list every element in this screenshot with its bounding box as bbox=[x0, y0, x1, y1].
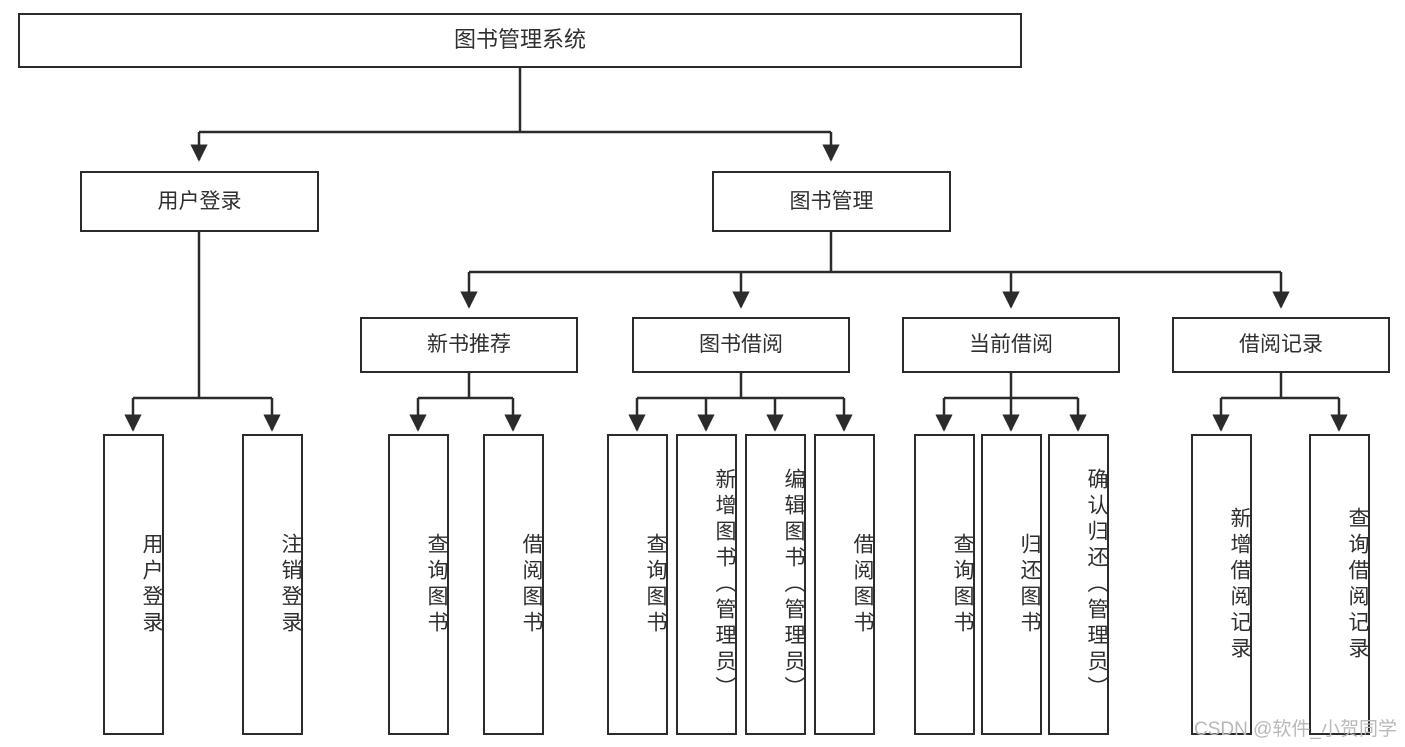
node-borrow-record[interactable]: 借阅记录 bbox=[1172, 317, 1390, 373]
node-book-borrow[interactable]: 图书借阅 bbox=[632, 317, 850, 373]
node-label: 用户登录 bbox=[140, 532, 163, 637]
node-label: 借阅记录 bbox=[1239, 333, 1323, 357]
node-label: 图书管理 bbox=[789, 189, 874, 213]
node-label: 当前借阅 bbox=[969, 333, 1053, 357]
node-label: 查询图书 bbox=[425, 532, 448, 637]
node-label: 编辑图书（管理员） bbox=[782, 467, 805, 702]
watermark: CSDN @软件_小贺同学 bbox=[1194, 719, 1397, 740]
node-root-system[interactable]: 图书管理系统 bbox=[18, 13, 1022, 68]
node-label: 图书借阅 bbox=[699, 333, 783, 357]
leaf-current-query-book[interactable]: 查询图书 bbox=[914, 434, 975, 735]
leaf-user-login-logout[interactable]: 注销登录 bbox=[242, 434, 303, 735]
node-label: 查询图书 bbox=[951, 532, 974, 637]
node-label: 图书管理系统 bbox=[453, 27, 586, 53]
node-label: 借阅图书 bbox=[520, 532, 543, 637]
node-label: 确认归还（管理员） bbox=[1085, 467, 1108, 702]
node-label: 借阅图书 bbox=[851, 532, 874, 637]
node-new-book-recommend[interactable]: 新书推荐 bbox=[360, 317, 578, 373]
leaf-recommend-query-book[interactable]: 查询图书 bbox=[388, 434, 449, 735]
leaf-borrow-query-book[interactable]: 查询图书 bbox=[607, 434, 668, 735]
leaf-borrow-edit-book-admin[interactable]: 编辑图书（管理员） bbox=[745, 434, 806, 735]
leaf-current-confirm-return-admin[interactable]: 确认归还（管理员） bbox=[1048, 434, 1109, 735]
node-book-management[interactable]: 图书管理 bbox=[712, 171, 951, 232]
leaf-user-login-login[interactable]: 用户登录 bbox=[103, 434, 164, 735]
leaf-record-query-record[interactable]: 查询借阅记录 bbox=[1309, 434, 1370, 735]
leaf-borrow-borrow-book[interactable]: 借阅图书 bbox=[814, 434, 875, 735]
leaf-borrow-add-book-admin[interactable]: 新增图书（管理员） bbox=[676, 434, 737, 735]
node-label: 新增借阅记录 bbox=[1228, 506, 1251, 663]
node-label: 归还图书 bbox=[1018, 532, 1041, 637]
node-label: 查询借阅记录 bbox=[1346, 506, 1369, 663]
leaf-record-add-record[interactable]: 新增借阅记录 bbox=[1191, 434, 1252, 735]
node-label: 用户登录 bbox=[157, 189, 242, 213]
node-label: 注销登录 bbox=[279, 532, 302, 637]
node-current-borrow[interactable]: 当前借阅 bbox=[902, 317, 1120, 373]
leaf-recommend-borrow-book[interactable]: 借阅图书 bbox=[483, 434, 544, 735]
leaf-current-return-book[interactable]: 归还图书 bbox=[981, 434, 1042, 735]
node-user-login[interactable]: 用户登录 bbox=[80, 171, 319, 232]
node-label: 新书推荐 bbox=[427, 333, 511, 357]
node-label: 新增图书（管理员） bbox=[713, 467, 736, 702]
node-label: 查询图书 bbox=[644, 532, 667, 637]
